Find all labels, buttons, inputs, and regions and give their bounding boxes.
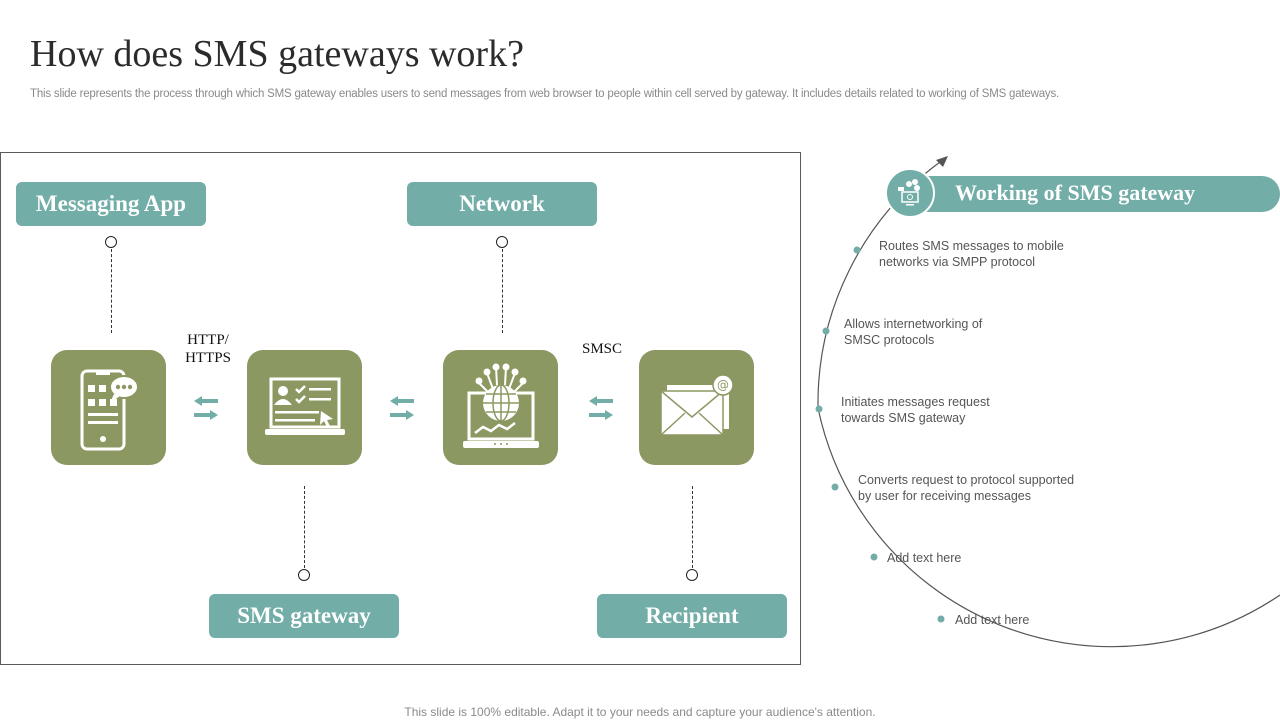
step-text: towards SMS gateway — [841, 411, 966, 425]
step-text: networks via SMPP protocol — [879, 255, 1036, 269]
working-title: Working of SMS gateway — [955, 180, 1196, 205]
svg-text:@: @ — [717, 378, 729, 392]
working-step: Add text here — [955, 612, 1029, 628]
protocol-label-http: HTTP/ HTTPS — [178, 331, 238, 367]
step-text: by user for receiving messages — [858, 489, 1031, 503]
connector-line — [692, 486, 693, 568]
connector-line — [502, 249, 503, 333]
working-step: Converts request to protocol supported b… — [858, 472, 1074, 504]
working-icon-badge — [885, 168, 935, 218]
smartphone-chat-icon — [80, 369, 139, 450]
working-step: Add text here — [887, 550, 961, 566]
bidirectional-arrow-icon — [194, 396, 218, 420]
label-network: Network — [407, 182, 597, 226]
label-recipient: Recipient — [597, 594, 787, 638]
step-text: Routes SMS messages to mobile — [879, 239, 1064, 253]
working-step: Routes SMS messages to mobile networks v… — [879, 238, 1064, 270]
page-title: How does SMS gateways work? — [30, 33, 524, 75]
step-text: SMSC protocols — [844, 333, 935, 347]
label-messaging-app: Messaging App — [16, 182, 206, 226]
connector-node — [105, 236, 117, 248]
label-sms-gateway: SMS gateway — [209, 594, 399, 638]
envelope-email-icon: @ — [659, 373, 734, 436]
tile-network — [443, 350, 558, 465]
tile-messaging-app — [51, 350, 166, 465]
step-text: Add text here — [887, 551, 962, 565]
protocol-http-line1: HTTP/ — [187, 332, 229, 348]
bidirectional-arrow-icon — [390, 396, 414, 420]
arc-dots — [815, 246, 945, 623]
tile-sms-gateway — [247, 350, 362, 465]
working-step: Initiates messages request towards SMS g… — [841, 394, 990, 426]
protocol-label-smsc: SMSC — [581, 341, 623, 357]
connector-line — [304, 486, 305, 568]
tile-recipient: @ — [639, 350, 754, 465]
laptop-globe-network-icon — [462, 363, 539, 448]
footer-note: This slide is 100% editable. Adapt it to… — [404, 705, 876, 719]
connector-node — [298, 569, 310, 581]
monitor-chat-icon — [898, 179, 920, 206]
step-text: Converts request to protocol supported — [858, 473, 1075, 487]
flow-diagram-frame — [0, 152, 801, 665]
working-title-bar — [905, 176, 1280, 212]
protocol-http-line2: HTTPS — [185, 350, 231, 366]
bidirectional-arrow-icon — [589, 396, 613, 420]
page-subtitle: This slide represents the process throug… — [30, 88, 1060, 100]
working-step: Allows internetworking of SMSC protocols — [844, 316, 982, 348]
connector-node — [686, 569, 698, 581]
step-text: Allows internetworking of — [844, 317, 983, 331]
step-text: Initiates messages request — [841, 395, 990, 409]
connector-line — [111, 249, 112, 333]
connector-node — [496, 236, 508, 248]
step-text: Add text here — [955, 613, 1030, 627]
laptop-profile-icon — [264, 377, 345, 435]
